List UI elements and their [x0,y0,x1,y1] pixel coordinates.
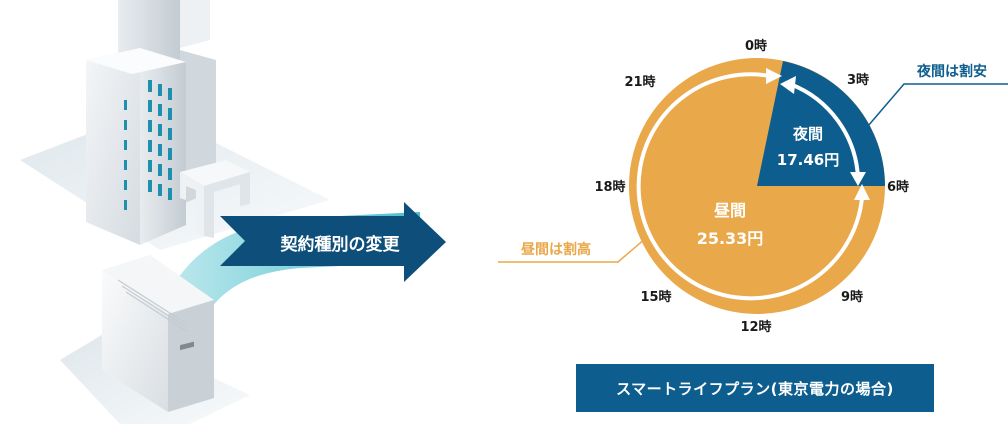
night-callout: 夜間は割安 [916,63,987,80]
time-of-use-clock: 夜間 17.46円 昼間 25.33円 0時 3時 6時 9時 12時 15時 … [498,38,1008,335]
day-price: 25.33円 [697,229,764,248]
day-label: 昼間 [713,201,746,220]
arrow-label: 契約種別の変更 [280,234,401,255]
night-callout-line [867,83,1008,127]
plan-name-box: スマートライフプラン(東京電力の場合) [576,364,934,412]
hour-label-12: 12時 [740,319,771,335]
night-label: 夜間 [792,125,823,143]
hour-label-6: 6時 [887,179,909,195]
hour-label-21: 21時 [624,74,655,90]
electric-water-heater-icon [102,255,214,412]
night-arc-head-start [780,76,796,94]
day-callout: 昼間は割高 [521,241,591,258]
hour-label-15: 15時 [640,289,671,305]
night-arc [789,82,860,179]
day-arc [636,72,864,301]
day-callout-line [498,237,647,263]
night-arc-head-end [850,172,866,186]
day-arc-head [766,68,782,84]
plan-name: スマートライフプラン(東京電力の場合) [616,379,894,398]
change-arrow[interactable]: 契約種別の変更 [220,202,446,282]
hour-label-9: 9時 [841,289,863,305]
arrow-shape [220,202,446,282]
office-building-icon [86,0,250,245]
hour-label-18: 18時 [594,179,625,195]
hour-label-3: 3時 [847,72,869,88]
night-price: 17.46円 [777,151,839,169]
day-arc-head-start [854,184,870,200]
hour-label-0: 0時 [745,38,767,54]
